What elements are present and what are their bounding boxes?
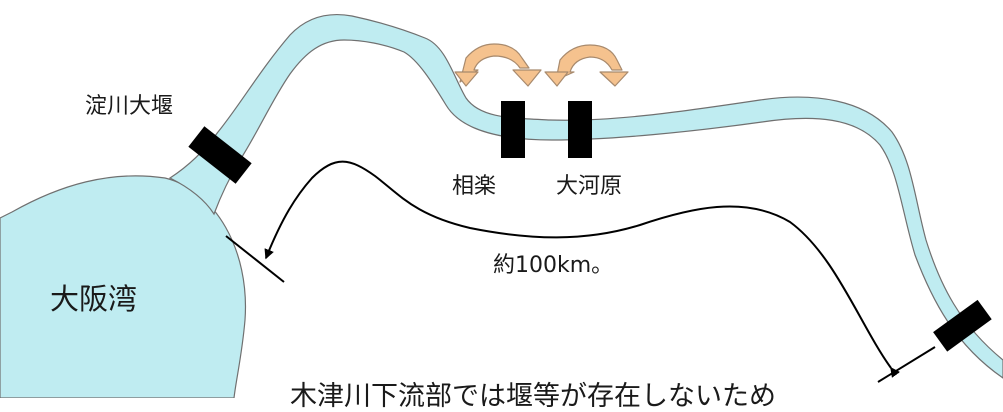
osaka-bay-water [0, 175, 247, 398]
river-diagram [0, 13, 1003, 398]
fish-passage-arrow [544, 44, 629, 87]
distance-curve [264, 160, 901, 378]
upstream-weir-block [933, 299, 992, 352]
sagara-label: 相楽 [452, 174, 497, 199]
yodogawa-weir-label: 淀川大堰 [85, 94, 174, 119]
river [168, 13, 1003, 379]
sagara-weir-block [501, 101, 525, 158]
note-text: 木津川下流部では堰等が存在しないため [290, 381, 776, 412]
fish-passage-arrow [454, 43, 542, 87]
osaka-bay-label: 大阪湾 [50, 282, 138, 316]
upstream-tick [877, 346, 936, 383]
distance-label: 約100km。 [493, 253, 614, 278]
okawara-weir-block [568, 101, 592, 158]
yodogawa-weir-block [188, 126, 252, 184]
okawara-label: 大河原 [556, 174, 623, 199]
